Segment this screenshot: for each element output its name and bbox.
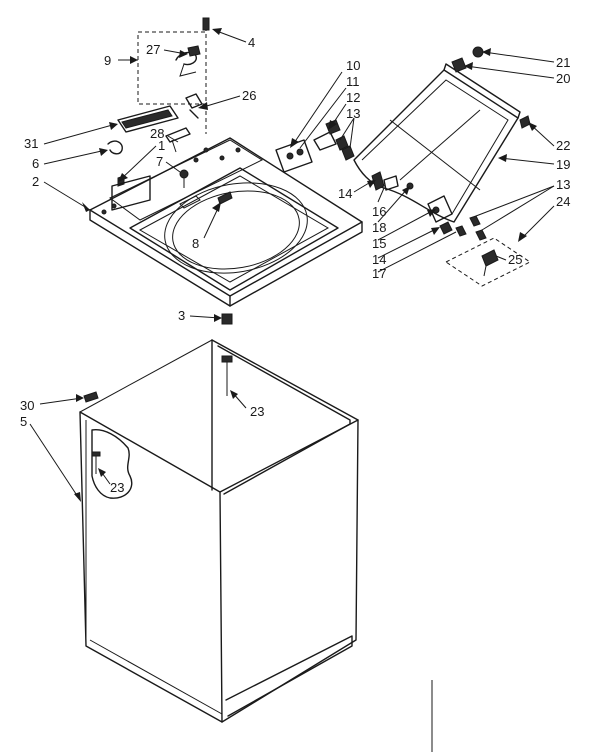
part-6-bracket bbox=[107, 140, 123, 155]
callout-27: 27 bbox=[146, 42, 160, 57]
part-23-screw bbox=[221, 355, 233, 396]
callout-23-lower: 23 bbox=[110, 480, 124, 495]
callout-31: 31 bbox=[24, 136, 38, 151]
callout-2: 2 bbox=[32, 174, 39, 189]
callout-14-left: 14 bbox=[338, 186, 352, 201]
callout-12: 12 bbox=[346, 90, 360, 105]
callout-13-left: 13 bbox=[346, 106, 360, 121]
callout-19: 19 bbox=[556, 157, 570, 172]
part-26-clip bbox=[185, 93, 203, 119]
part-24-group-box bbox=[445, 237, 531, 287]
callout-4: 4 bbox=[248, 35, 255, 50]
callout-7: 7 bbox=[156, 154, 163, 169]
part-8-screw bbox=[217, 191, 233, 205]
callout-10: 10 bbox=[346, 58, 360, 73]
callout-22: 22 bbox=[556, 138, 570, 153]
callout-17: 17 bbox=[372, 266, 386, 281]
callout-labels: 4 9 27 26 31 6 2 28 1 7 8 10 11 12 13 14… bbox=[20, 35, 570, 495]
part-28-bracket bbox=[165, 127, 191, 153]
callout-15: 15 bbox=[372, 236, 386, 251]
callout-25: 25 bbox=[508, 252, 522, 267]
callout-21: 21 bbox=[556, 55, 570, 70]
part-22-screw bbox=[519, 115, 531, 129]
lid bbox=[353, 63, 521, 223]
callout-24: 24 bbox=[556, 194, 570, 209]
part-31-cover bbox=[117, 105, 179, 133]
leader-lines bbox=[29, 28, 555, 502]
lid-hinge-parts bbox=[371, 171, 487, 241]
callout-9: 9 bbox=[104, 53, 111, 68]
callout-16: 16 bbox=[372, 204, 386, 219]
part-7-nut bbox=[179, 169, 189, 188]
callout-3: 3 bbox=[178, 308, 185, 323]
part-3-nut bbox=[221, 313, 233, 325]
callout-5: 5 bbox=[20, 414, 27, 429]
callout-8: 8 bbox=[192, 236, 199, 251]
cabinet bbox=[79, 339, 359, 723]
callout-14-right: 14 bbox=[372, 252, 386, 267]
callout-1: 1 bbox=[158, 138, 165, 153]
callout-20: 20 bbox=[556, 71, 570, 86]
callout-26: 26 bbox=[242, 88, 256, 103]
callout-6: 6 bbox=[32, 156, 39, 171]
callout-30: 30 bbox=[20, 398, 34, 413]
callout-18: 18 bbox=[372, 220, 386, 235]
callout-11: 11 bbox=[346, 74, 360, 89]
callout-13-right: 13 bbox=[556, 177, 570, 192]
part-4-pin bbox=[202, 17, 210, 31]
part-20-21-bumpers bbox=[451, 46, 484, 73]
hinge-assembly-left bbox=[275, 119, 355, 173]
callout-28: 28 bbox=[150, 126, 164, 141]
callout-23-upper: 23 bbox=[250, 404, 264, 419]
